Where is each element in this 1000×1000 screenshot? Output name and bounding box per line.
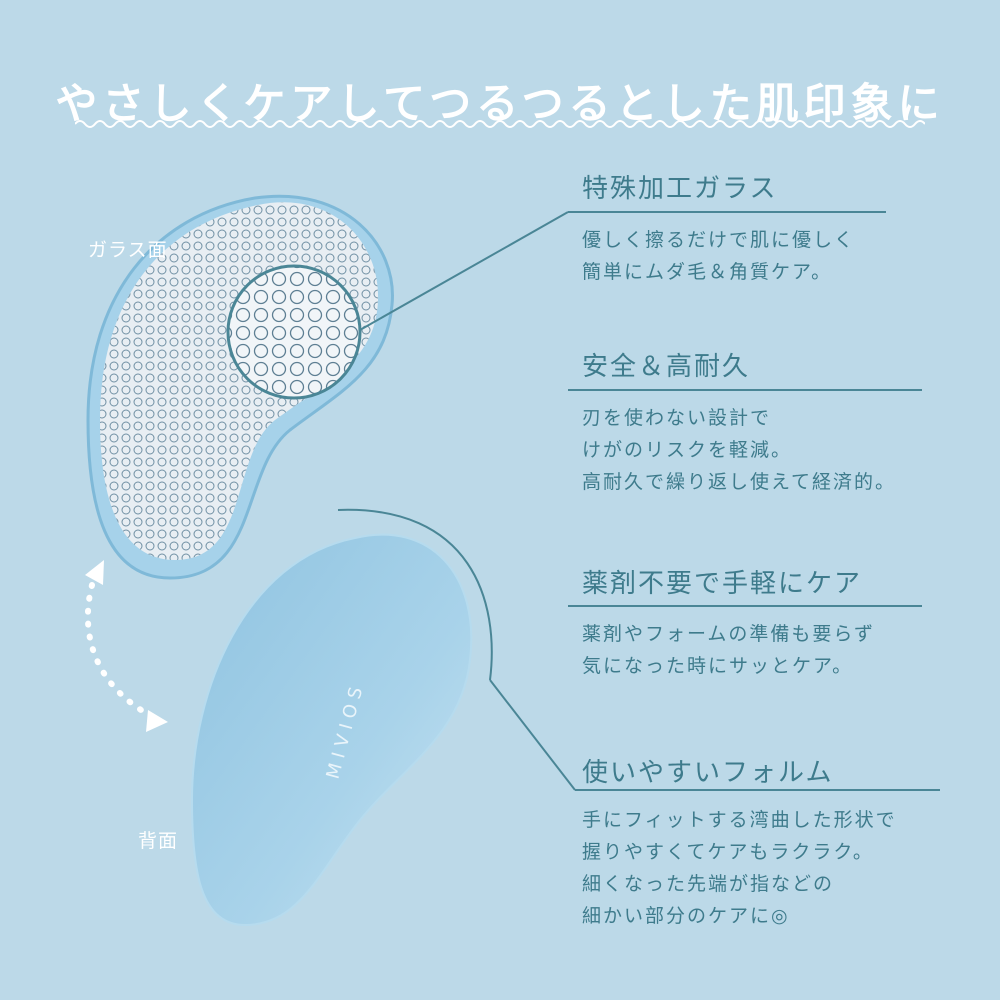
feature-desc-line: 高耐久で繰り返し使えて経済的。: [582, 471, 897, 493]
feature-desc-line: 細くなった先端が指などの: [582, 873, 835, 895]
feature-desc-line: 簡単にムダ毛＆角質ケア。: [582, 261, 833, 283]
feature-desc-line: 優しく擦るだけで肌に優しく: [582, 229, 856, 251]
feature-underline: [568, 605, 922, 607]
feature-desc-glass: 優しく擦るだけで肌に優しく 簡単にムダ毛＆角質ケア。: [582, 224, 855, 288]
headline: やさしくケアしてつるつるとした肌印象に: [55, 79, 945, 128]
feature-title-no-chemicals: 薬剤不要で手軽にケア: [582, 569, 863, 599]
rotate-arrow-icon: [84, 560, 168, 732]
feature-title-safety: 安全＆高耐久: [582, 352, 751, 382]
back-face: [190, 533, 473, 927]
back-side-label: 背面: [138, 830, 179, 852]
feature-title-form: 使いやすいフォルム: [582, 758, 834, 788]
feature-desc-form: 手にフィットする湾曲した形状で 握りやすくてケアもラクラク。 細くなった先端が指…: [582, 804, 897, 932]
feature-underline: [575, 789, 940, 791]
connector-line-4: [489, 679, 576, 791]
feature-desc-no-chemicals: 薬剤やフォームの準備も要らず 気になった時にサッとケア。: [582, 618, 875, 682]
feature-underline: [568, 389, 922, 391]
connector-line-1: [359, 211, 569, 331]
feature-desc-safety: 刃を使わない設計で けがのリスクを軽減。 高耐久で繰り返し使えて経済的。: [582, 402, 896, 498]
feature-desc-line: 細かい部分のケアに◎: [582, 905, 790, 927]
feature-desc-line: 手にフィットする湾曲した形状で: [582, 809, 897, 831]
feature-title-glass: 特殊加工ガラス: [582, 174, 778, 204]
feature-desc-line: けがのリスクを軽減。: [582, 439, 793, 461]
feature-desc-line: 握りやすくてケアもラクラク。: [582, 841, 874, 863]
glass-side-label: ガラス面: [88, 239, 168, 261]
magnifier-icon: [226, 264, 362, 400]
feature-desc-line: 薬剤やフォームの準備も要らず: [582, 623, 876, 645]
feature-desc-line: 刃を使わない設計で: [582, 407, 772, 429]
guide-curve: [337, 508, 493, 681]
wave-divider: [75, 120, 925, 128]
feature-underline: [568, 211, 886, 213]
feature-desc-line: 気になった時にサッとケア。: [582, 655, 854, 677]
